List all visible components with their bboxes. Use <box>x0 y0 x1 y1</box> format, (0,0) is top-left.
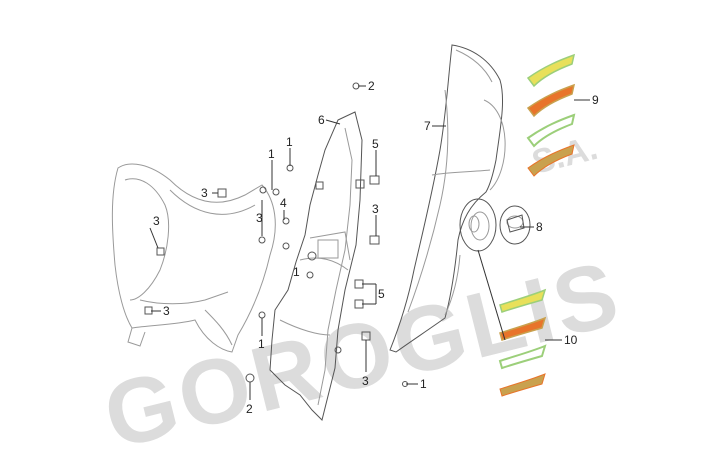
leader-lines <box>149 85 590 400</box>
clip-icon <box>355 179 365 189</box>
inner-side-cover <box>269 111 363 421</box>
callout-5: 5 <box>372 137 379 151</box>
callout-3: 3 <box>153 214 160 228</box>
decal-stripe <box>526 113 576 148</box>
bolt-icon <box>259 186 267 194</box>
bolt-icon <box>282 242 290 250</box>
callout-1: 1 <box>258 337 265 351</box>
decal-stripe <box>526 83 576 118</box>
callout-8: 8 <box>536 220 543 234</box>
bolt-icon <box>258 311 266 319</box>
callout-1: 1 <box>293 265 300 279</box>
callout-3: 3 <box>372 202 379 216</box>
callout-5: 5 <box>378 287 385 301</box>
headlight-assembly <box>111 163 276 353</box>
callout-1: 1 <box>420 377 427 391</box>
decal-stripe <box>499 316 547 341</box>
bolt-icon <box>272 188 280 196</box>
bolt-icon <box>282 217 290 225</box>
screw-icon <box>217 188 227 198</box>
callout-6: 6 <box>318 113 325 127</box>
decal-stripe <box>527 144 575 177</box>
callout-3: 3 <box>201 186 208 200</box>
clip-icon <box>354 279 364 289</box>
callout-1: 1 <box>268 147 275 161</box>
decal-stripe <box>499 373 546 397</box>
decal-stripe <box>499 288 547 313</box>
fasteners <box>245 82 408 387</box>
callout-10: 10 <box>564 333 578 347</box>
callout-2: 2 <box>246 402 253 416</box>
callout-4: 4 <box>280 196 287 210</box>
screw-icon <box>156 247 165 256</box>
callout-3: 3 <box>256 211 263 225</box>
decal-stripe <box>526 53 576 88</box>
decal-set-upper <box>526 53 576 177</box>
callout-labels: 1 1 1 1 1 2 2 3 3 3 3 3 3 4 5 5 6 7 8 9 … <box>153 79 599 416</box>
decal-stripe <box>498 344 547 370</box>
clip-icon <box>369 235 380 245</box>
callout-3: 3 <box>362 374 369 388</box>
callout-9: 9 <box>592 93 599 107</box>
callout-7: 7 <box>424 119 431 133</box>
callout-2: 2 <box>368 79 375 93</box>
bolt-icon <box>306 271 314 279</box>
callout-3: 3 <box>163 304 170 318</box>
clip-icon <box>369 175 380 185</box>
callout-1: 1 <box>286 135 293 149</box>
bolt-icon <box>258 236 266 244</box>
clip-icon <box>315 181 324 190</box>
watermark-brand: GOROGLIS <box>95 242 632 469</box>
fuel-cap-part <box>499 205 531 245</box>
screw-icon <box>144 306 153 315</box>
decal-set-lower <box>498 288 547 397</box>
